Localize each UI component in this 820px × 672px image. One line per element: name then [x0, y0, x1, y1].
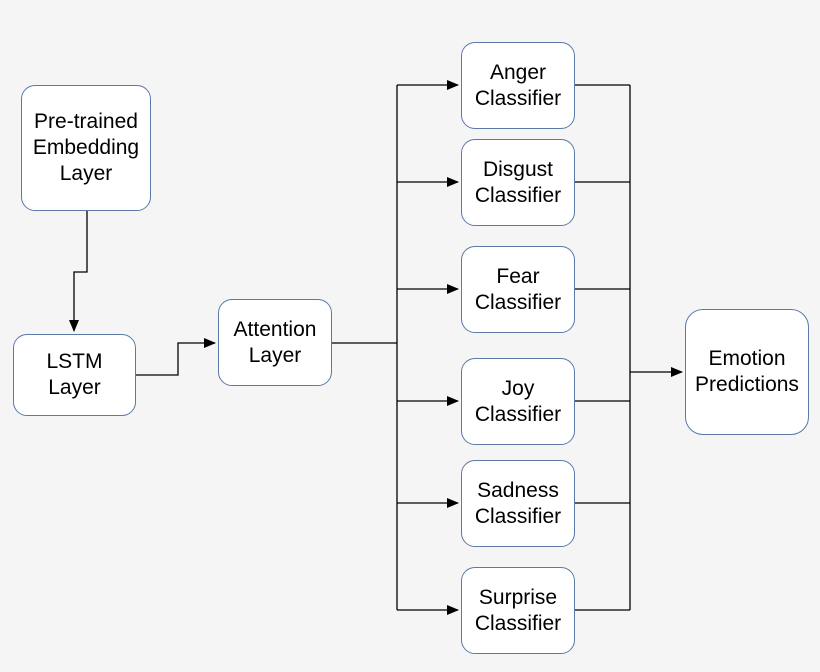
lstm-layer-label: LSTM Layer [46, 350, 103, 399]
anger-classifier-node: Anger Classifier [461, 42, 575, 129]
attention-layer-label: Attention Layer [233, 317, 317, 367]
emotion-predictions-node: Emotion Predictions [685, 309, 809, 435]
emotion-predictions-label: Emotion Predictions [695, 347, 799, 396]
joy-classifier-node: Joy Classifier [461, 358, 575, 445]
disgust-classifier-label: Disgust Classifier [474, 157, 562, 207]
sadness-classifier-label: Sadness Classifier [474, 478, 562, 528]
joy-classifier-label: Joy Classifier [474, 376, 562, 426]
embedding-layer-label: Pre-trained Embedding Layer [32, 110, 140, 185]
sadness-classifier-node: Sadness Classifier [461, 460, 575, 547]
surprise-classifier-node: Surprise Classifier [461, 567, 575, 654]
anger-classifier-label: Anger Classifier [474, 60, 562, 110]
attention-layer-node: Attention Layer [218, 299, 332, 386]
lstm-layer-node: LSTM Layer [13, 334, 136, 416]
fear-classifier-label: Fear Classifier [474, 264, 562, 314]
disgust-classifier-node: Disgust Classifier [461, 139, 575, 226]
edge-embedding-to-lstm [69, 211, 88, 332]
edge-lstm-to-attention [136, 338, 216, 376]
embedding-layer-node: Pre-trained Embedding Layer [21, 85, 151, 211]
surprise-classifier-label: Surprise Classifier [474, 585, 562, 635]
fear-classifier-node: Fear Classifier [461, 246, 575, 333]
